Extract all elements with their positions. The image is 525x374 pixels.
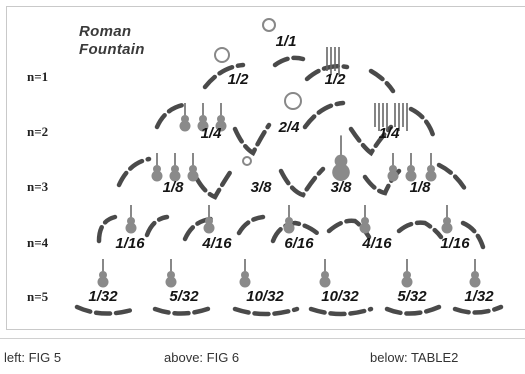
fraction-r2-1: 2/4 (278, 119, 300, 136)
caption-divider (0, 338, 525, 339)
brush-stroke-3 (368, 68, 396, 94)
brush-stroke-20 (396, 220, 444, 240)
brush-stroke-17 (236, 214, 266, 236)
brush-stroke-15 (144, 214, 170, 238)
brush-stroke-23 (152, 304, 216, 316)
fraction-r3-0: 1/8 (162, 179, 184, 196)
row-label-n1: n=1 (27, 69, 49, 84)
fraction-r1-0: 1/2 (227, 71, 249, 88)
brush-stroke-21 (460, 220, 486, 250)
instrument-icons (97, 18, 481, 288)
violin-icon (203, 205, 215, 234)
pipes-icon (394, 103, 408, 131)
brush-stroke-13 (436, 162, 468, 192)
brush-stroke-22 (74, 304, 138, 316)
fraction-r4-1: 4/16 (202, 235, 232, 252)
brush-stroke-26 (384, 304, 442, 316)
horn-icon (284, 92, 302, 110)
brush-stroke-18 (270, 220, 320, 244)
violin-icon (151, 153, 163, 182)
brush-stroke-7 (348, 124, 394, 157)
violin-icon (125, 205, 137, 234)
row-label-n5: n=5 (27, 289, 49, 304)
violin-icon (332, 135, 350, 181)
violin-icon (387, 153, 399, 182)
fraction-r4-3: 4/16 (362, 235, 392, 252)
fraction-r5-5: 1/32 (464, 288, 494, 305)
fraction-r4-4: 1/16 (440, 235, 470, 252)
fountain-diagram (74, 18, 504, 317)
fraction-r3-3: 1/8 (409, 179, 431, 196)
brush-stroke-25 (308, 306, 374, 317)
violin-icon (401, 259, 413, 288)
brush-stroke-10 (194, 168, 234, 200)
violin-icon (469, 259, 481, 288)
row-label-n4: n=4 (27, 235, 49, 250)
horn-icon (262, 18, 276, 32)
horn-icon (214, 47, 230, 63)
violin-icon (239, 259, 251, 288)
fraction-r3-1: 3/8 (250, 179, 272, 196)
fraction-r1-1: 1/2 (324, 71, 346, 88)
violin-icon (179, 103, 191, 132)
brush-stroke-8 (408, 106, 436, 138)
violin-icon (283, 205, 295, 234)
brush-stroke-9 (116, 156, 152, 188)
fraction-r2-0: 1/4 (200, 125, 222, 142)
fraction-r2-2: 1/4 (378, 125, 400, 142)
fraction-r4-2: 6/16 (284, 235, 314, 252)
brush-stroke-6 (302, 100, 346, 130)
violin-icon (187, 153, 199, 182)
brush-stroke-2 (304, 64, 350, 82)
fountain-strokes (74, 55, 504, 317)
violin-icon (359, 205, 371, 234)
fraction-r5-1: 5/32 (169, 288, 199, 305)
brush-stroke-1 (272, 55, 306, 68)
fraction-r5-2: 10/32 (246, 288, 284, 305)
violin-icon (215, 103, 227, 132)
row-label-n3: n=3 (27, 179, 49, 194)
fraction-r4-0: 1/16 (115, 235, 145, 252)
title-fountain: Fountain (79, 41, 145, 58)
violin-icon (165, 259, 177, 288)
violin-icon (319, 259, 331, 288)
brush-stroke-24 (232, 306, 300, 317)
brush-stroke-0 (202, 62, 246, 90)
title-roman: Roman (79, 23, 132, 40)
violin-icon (169, 153, 181, 182)
fraction-r5-0: 1/32 (88, 288, 118, 305)
fraction-r3-2: 3/8 (330, 179, 352, 196)
pipes-icon (374, 103, 388, 131)
caption-above: above: FIG 6 (164, 350, 240, 365)
horn-icon (242, 156, 252, 166)
fraction-r0-0: 1/1 (275, 33, 297, 50)
violin-icon (405, 153, 417, 182)
violin-icon (97, 259, 109, 288)
violin-icon (197, 103, 209, 132)
violin-icon (441, 205, 453, 234)
brush-stroke-5 (232, 122, 272, 157)
brush-stroke-11 (278, 166, 326, 198)
fraction-r5-4: 5/32 (397, 288, 427, 305)
caption-left: left: FIG 5 (4, 350, 62, 365)
brush-stroke-14 (96, 214, 118, 244)
figure-frame: Roman Fountain n=1 n=2 n=3 n=4 n=5 1/1 1… (6, 6, 525, 330)
caption-below: below: TABLE2 (370, 350, 459, 365)
brush-stroke-27 (452, 304, 504, 315)
fraction-r5-3: 10/32 (321, 288, 359, 305)
pipes-icon (326, 47, 340, 75)
brush-stroke-4 (154, 102, 186, 130)
violin-icon (425, 153, 437, 182)
row-label-n2: n=2 (27, 124, 49, 139)
